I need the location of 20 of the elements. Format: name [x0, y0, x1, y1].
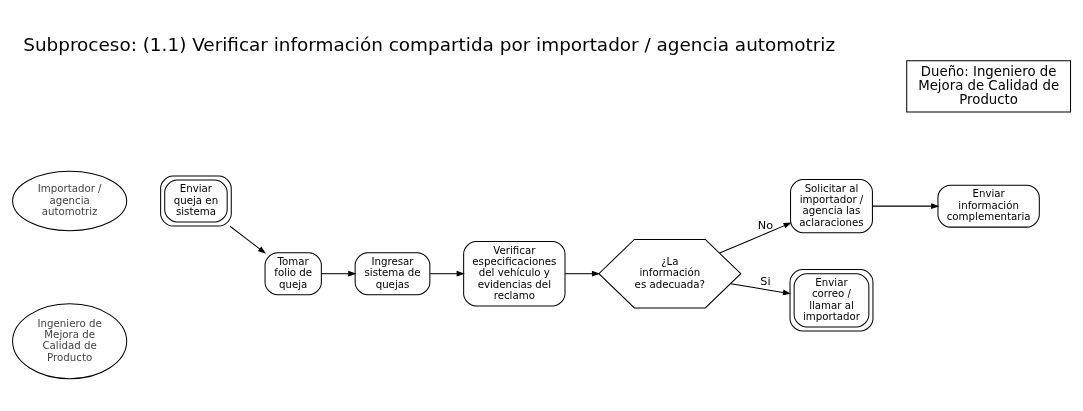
- arrow: [730, 283, 792, 296]
- node-box: Solicitar al importador / agencia las aclaraciones: [790, 179, 873, 234]
- arrow: [719, 222, 792, 254]
- node-box: Enviar queja en sistema: [160, 175, 232, 227]
- node-box: Verificar especificaciones del vehículo y evidencias del reclamo: [463, 240, 566, 307]
- arrow: [871, 203, 940, 209]
- node-ellipse: Importador / agencia automotriz: [12, 170, 128, 232]
- node-box: Ingresar sistema de quejas: [354, 252, 431, 296]
- arrow: [564, 270, 601, 277]
- node-box: Dueño: Ingeniero de Mejora de Calidad de Producto: [906, 60, 1072, 113]
- node-box: Tomar folio de queja: [264, 252, 322, 296]
- node-box: Enviar información complementaria: [937, 184, 1040, 228]
- arrow: [321, 270, 357, 277]
- node-box: Enviar correo / llamar al importador: [789, 269, 874, 332]
- node-ellipse: Ingeniero de Mejora de Calidad de Producto: [12, 303, 128, 380]
- arrow: [229, 225, 267, 254]
- arrow: [429, 270, 465, 277]
- diagram-title: Subproceso: (1.1) Verificar información compartida por importador / agencia automotriz: [23, 33, 836, 55]
- edge-label: No: [757, 219, 774, 233]
- edge-label: Si: [760, 274, 771, 288]
